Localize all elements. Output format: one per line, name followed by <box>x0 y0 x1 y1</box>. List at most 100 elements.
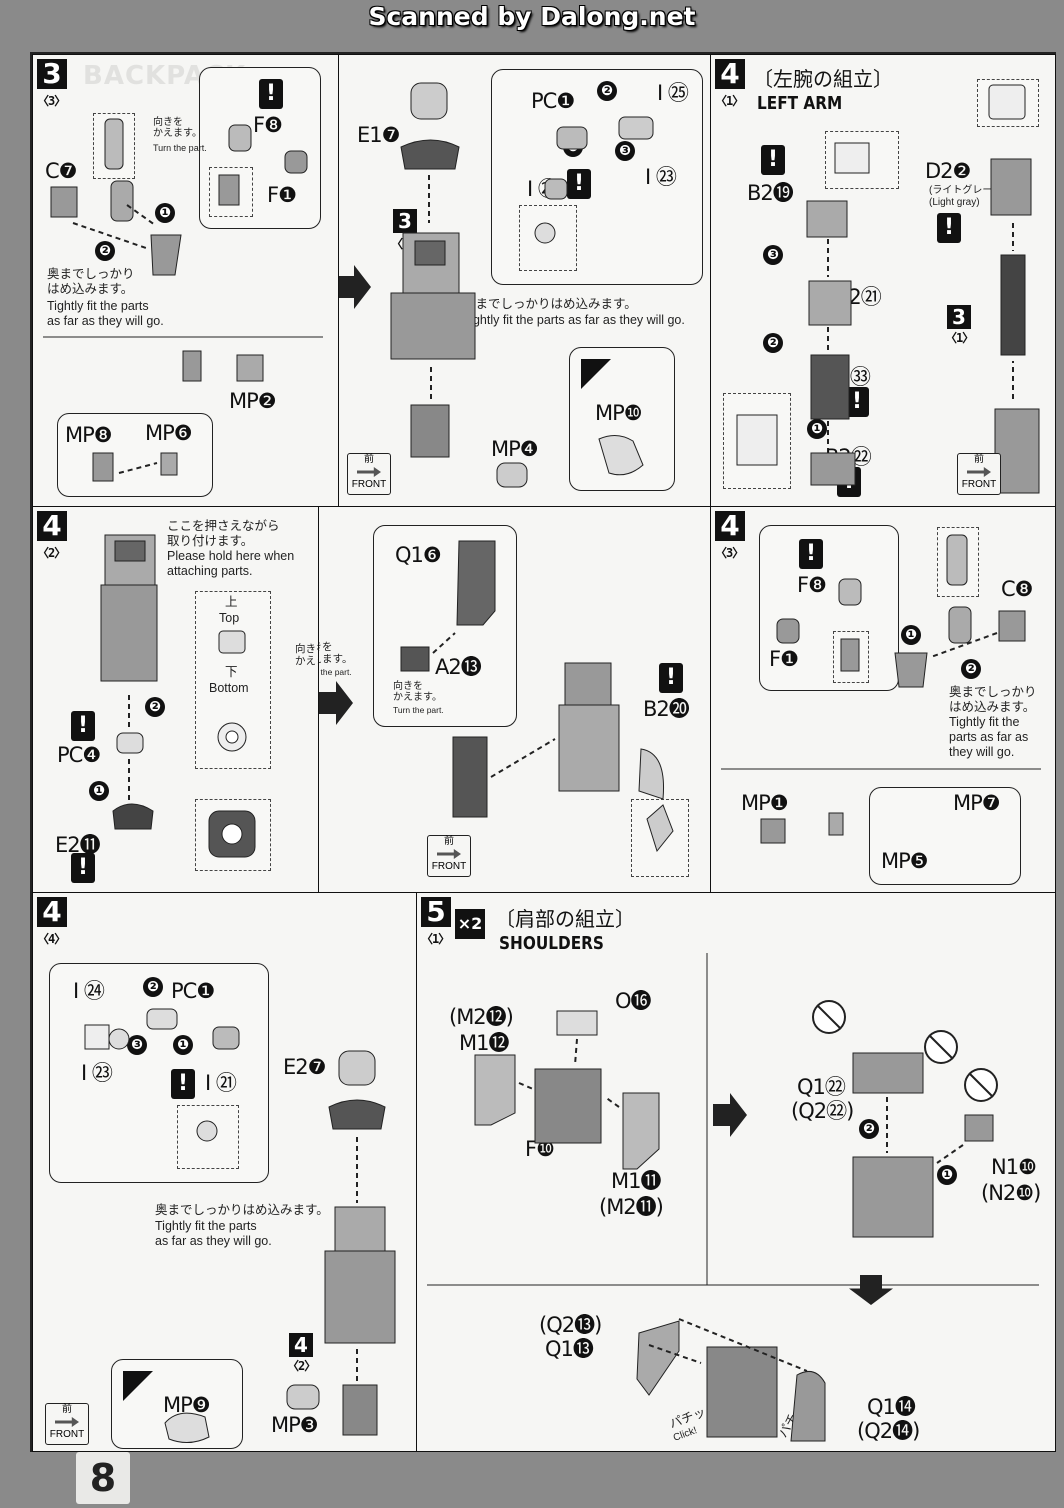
caution-icon: ! <box>71 853 95 883</box>
part-label-q214: (Q2⓮) <box>857 1419 920 1443</box>
sub-ref-step: 3 <box>393 209 417 233</box>
step-3-marker: ❸ <box>763 245 783 265</box>
step-number: 4 <box>715 59 745 89</box>
top-label-jp: 上 <box>225 595 238 609</box>
turn-note-jp: 向きを かえます。 <box>319 641 353 665</box>
part-label-q16: Q1❻ <box>395 543 442 567</box>
panel-step-4-4: 4 〈4〉 I ㉔ ❷ PC❶ ❸ ❶ I ㉓ ! I ㉑ E2❼ 奥までしっか… <box>32 892 418 1452</box>
step-2-marker: ❷ <box>145 697 165 717</box>
part-label-m1-12: M1⓬ <box>459 1031 509 1055</box>
section-title-en: SHOULDERS <box>499 933 604 954</box>
part-drawings-b <box>390 82 654 488</box>
step-number: 4 <box>37 511 67 541</box>
part-label-b220: B2⓴ <box>643 697 690 721</box>
section-title-en: LEFT ARM <box>757 93 843 114</box>
step-2-marker: ❷ <box>859 1119 879 1139</box>
part-label-f1: F❶ <box>267 183 297 207</box>
step-1-marker: ❶ <box>937 1165 957 1185</box>
sub-step: 〈1〉 <box>715 94 744 108</box>
tight-note-jp: 奥までしっかり はめ込みます。 <box>949 685 1037 714</box>
instruction-sheet: BACKPACK 3 〈3〉 ! F❽ F❶ 向きを かえます。 Turn th… <box>30 52 1056 1452</box>
part-label-m2-11: (M2⓫) <box>599 1195 664 1219</box>
part-label-f1: F❶ <box>769 647 799 671</box>
part-label-mp2: MP❷ <box>229 389 277 413</box>
part-label-mp4: MP❹ <box>491 437 539 461</box>
part-drawings-h1 <box>427 953 1039 1286</box>
color-note-en: (Light gray) <box>929 197 980 208</box>
step-1-marker: ❶ <box>901 625 921 645</box>
part-drawings-d <box>100 534 256 858</box>
caution-icon: ! <box>71 711 95 741</box>
panel-step-3-3: BACKPACK 3 〈3〉 ! F❽ F❶ 向きを かえます。 Turn th… <box>32 54 340 508</box>
part-drawings-a <box>43 118 323 382</box>
part-label-mp3: MP❸ <box>271 1413 319 1437</box>
part-drawings-h2 <box>812 1000 998 1238</box>
part-label-f8: F❽ <box>253 113 283 137</box>
tight-note-jp: 奥までしっかりはめ込みます。 <box>155 1203 329 1217</box>
part-label-i23: I ㉓ <box>645 165 677 189</box>
part-label-n210: (N2❿) <box>981 1181 1041 1205</box>
caution-icon: ! <box>171 1069 195 1099</box>
tight-note-jp: 奥までしっかりはめ込みます。 <box>463 297 637 311</box>
step-1-marker: ❶ <box>89 781 109 801</box>
panel-step-4-1-left-arm: 4 〈1〉 〔左腕の組立〕 LEFT ARM ! B2⓳ D2❷ (ライトグレー… <box>710 54 1056 508</box>
quantity-badge: ×2 <box>455 909 485 939</box>
step-number: 5 <box>421 897 451 927</box>
part-label-mp7: MP❼ <box>953 791 1001 815</box>
part-label-n110: N1❿ <box>991 1155 1037 1179</box>
section-title-jp: 〔左腕の組立〕 <box>753 67 893 91</box>
part-label-i23: I ㉓ <box>81 1061 113 1085</box>
caution-icon: ! <box>761 145 785 175</box>
caution-icon: ! <box>567 169 591 199</box>
part-label-mp6: MP❻ <box>145 421 193 445</box>
part-label-a213: A2⓭ <box>435 655 482 679</box>
part-drawings-mp <box>92 452 178 482</box>
part-drawings-e <box>400 540 674 853</box>
bottom-label-en: Bottom <box>209 681 249 695</box>
step-2-marker: ❷ <box>143 977 163 997</box>
sub-ref-step: 4 <box>289 1333 313 1357</box>
orientation-box <box>195 591 271 769</box>
part-label-m1-11: M1⓫ <box>611 1169 661 1193</box>
part-label-c8: C❽ <box>1001 577 1033 601</box>
panel-step-5-1-shoulders: 5 ×2 〈1〉 〔肩部の組立〕 SHOULDERS (M2⓬) M1⓬ O⓰ … <box>416 892 1056 1452</box>
part-label-e27: E2❼ <box>283 1055 326 1079</box>
callout-mp8-mp6 <box>57 413 213 497</box>
step-1-marker: ❶ <box>155 203 175 223</box>
panel-step-4-2: 4 〈2〉 ここを押さえながら 取り付けます。 Please hold here… <box>32 506 320 894</box>
tight-note-en: Tightly fit the parts as far as they wil… <box>463 313 685 327</box>
part-drawings-c <box>736 84 1040 494</box>
tight-note-en: Tightly fit the parts as far as they wil… <box>949 715 1029 759</box>
tight-note-en: Tightly fit the parts as far as they wil… <box>47 299 164 328</box>
part-label-mp8: MP❽ <box>65 423 113 447</box>
turn-note-jp: 向きを かえます。 <box>153 117 202 139</box>
part-label-mp1: MP❶ <box>741 791 789 815</box>
turn-note-jp: 向きを かえます。 <box>393 681 442 703</box>
step-2-marker: ❷ <box>597 81 617 101</box>
part-label-mp5: MP❺ <box>881 849 929 873</box>
hold-note-jp: ここを押さえながら 取り付けます。 <box>167 519 280 548</box>
page-number: 8 <box>76 1452 130 1504</box>
callout-mp7-mp5 <box>869 787 1021 885</box>
part-label-mp10: MP❿ <box>595 401 643 425</box>
part-drawings-h3 <box>636 1318 826 1442</box>
part-label-q113: Q1⓭ <box>545 1337 594 1361</box>
hold-note-en: Please hold here when attaching parts. <box>167 549 295 578</box>
step-number: 3 <box>37 59 67 89</box>
turn-note-en: Turn the part. <box>393 705 444 715</box>
sub-step: 〈3〉 <box>37 94 66 108</box>
step-number: 4 <box>37 897 67 927</box>
step-3-marker: ❸ <box>127 1035 147 1055</box>
part-drawings-g <box>84 1008 396 1443</box>
turn-note-en: Turn the part. <box>153 143 207 153</box>
panel-arm-assembly: 向きを かえます。 Turn the part. Q1❻ A2⓭ 向きを かえま… <box>318 506 712 894</box>
bottom-label-jp: 下 <box>225 665 238 679</box>
step-2-marker: ❷ <box>763 333 783 353</box>
sub-step: 〈3〉 <box>715 546 744 560</box>
part-label-i24: I ㉔ <box>73 979 105 1003</box>
step-1-marker: ❶ <box>807 419 827 439</box>
